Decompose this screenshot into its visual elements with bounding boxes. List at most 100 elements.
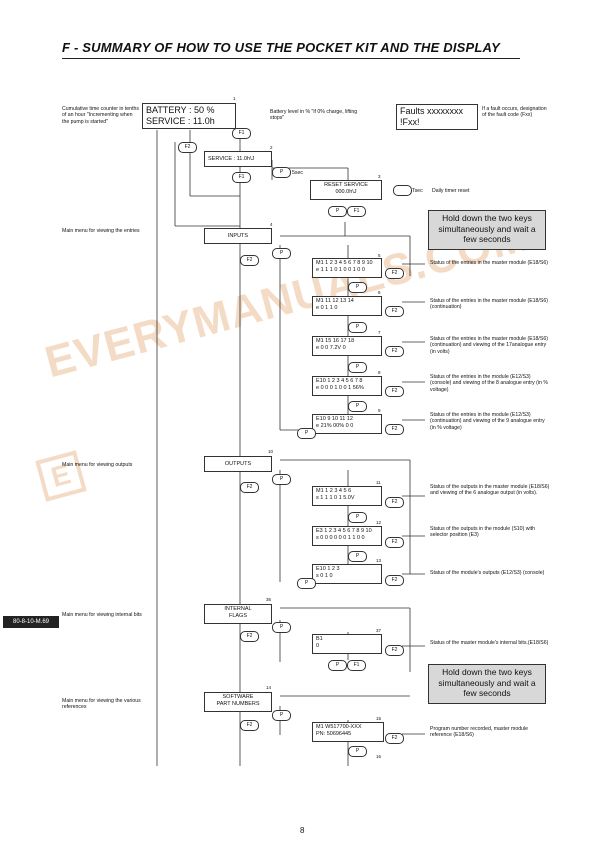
service-readout: SERVICE : 11.0h	[146, 116, 215, 126]
p-key[interactable]: P	[297, 578, 316, 589]
f1-key[interactable]: F1	[347, 206, 366, 217]
step-number: 10	[268, 449, 274, 454]
row-header: M1 1 2 3 4 5 6 7 8 9 10	[316, 260, 373, 266]
f2-key[interactable]: F2	[240, 720, 259, 731]
p-key[interactable]: P	[348, 551, 367, 562]
faults-readout: Faults xxxxxxxx	[400, 106, 464, 116]
note-s13: Status of the module's outputs (E12/S3) …	[430, 570, 545, 576]
inputs-status-7: M1 15 16 17 18 e 0 0 7.2V 0	[312, 336, 382, 356]
software-menu-box[interactable]: SOFTWARE PART NUMBERS	[204, 692, 272, 712]
p-key[interactable]: P	[272, 474, 291, 485]
hold-keys-callout: Hold down the two keys simultaneously an…	[428, 210, 546, 250]
inputs-status-8: E10 1 2 3 4 5 6 7 8 e 0 0 0 1 0 0 1 56%	[312, 376, 382, 396]
reset-title: RESET SERVICE	[324, 182, 368, 188]
inputs-status-9: E10 9 10 11 12 e 21% 00% 0 0	[312, 414, 382, 434]
row-header: E10 9 10 11 12	[316, 416, 353, 422]
p-key[interactable]: P	[328, 206, 347, 217]
c-key[interactable]	[393, 185, 412, 196]
note-s7: Status of the entries in the master modu…	[430, 336, 548, 355]
inputs-status-5: M1 1 2 3 4 5 6 7 8 9 10 e 1 1 1 0 1 0 0 …	[312, 258, 382, 278]
p-key[interactable]: P	[328, 660, 347, 671]
step-number: 1	[233, 96, 236, 101]
p-key[interactable]: P	[272, 248, 291, 259]
row-values: e 0 1 1 0	[316, 305, 338, 311]
f2-key[interactable]: F2	[240, 255, 259, 266]
service-box: SERVICE : 11.0h\J	[204, 151, 272, 167]
f2-key[interactable]: F2	[385, 575, 404, 586]
step-number: 3	[378, 174, 381, 179]
note-software-menu: Main menu for viewing the various refere…	[62, 698, 141, 711]
note-daily-reset: Daily timer reset	[432, 188, 470, 194]
row-header: M1 11 12 13 14	[316, 298, 354, 304]
f2-key[interactable]: F2	[385, 386, 404, 397]
row-header: B1	[316, 636, 323, 642]
battery-readout: BATTERY : 50 %	[146, 105, 215, 115]
software-line-1: SOFTWARE	[222, 694, 254, 700]
step-number: 5	[378, 253, 381, 258]
row-header: E10 1 2 3	[316, 566, 340, 572]
p-key[interactable]: P	[272, 167, 291, 178]
f2-key[interactable]: F2	[240, 482, 259, 493]
p-key[interactable]: P	[348, 322, 367, 333]
step-number: 12	[376, 520, 382, 525]
c-hold-label: Tsec	[412, 188, 423, 194]
row-values: s 0 1 0	[316, 573, 333, 579]
page-title: F - SUMMARY OF HOW TO USE THE POCKET KIT…	[62, 40, 501, 55]
outputs-status-12: E3 1 2 3 4 5 6 7 8 9 10 s 0 0 0 0 0 0 1 …	[312, 526, 382, 546]
step-number: 2	[270, 145, 273, 150]
step-number: 14	[266, 685, 272, 690]
note-inputs-menu: Main menu for viewing the entries	[62, 228, 140, 234]
f2-key[interactable]: F2	[240, 631, 259, 642]
internal-bits-status-37: B1 0	[312, 634, 382, 654]
p-key[interactable]: P	[348, 746, 367, 757]
f2-key[interactable]: F2	[385, 497, 404, 508]
page-number: 8	[300, 826, 305, 835]
main-display: BATTERY : 50 % SERVICE : 11.0h	[142, 103, 236, 129]
step-number: 15	[376, 716, 382, 721]
step-number: 9	[378, 408, 381, 413]
step-number: 8	[378, 370, 381, 375]
outputs-status-11: M1 1 2 3 4 5 6 s 1 1 1 0 1 5.0V	[312, 486, 382, 506]
note-s5: Status of the entries in the master modu…	[430, 260, 548, 266]
step-number: 7	[378, 330, 381, 335]
reset-value: 000.0h\J	[335, 189, 357, 195]
outputs-status-13: E10 1 2 3 s 0 1 0	[312, 564, 382, 584]
row-values: s 0 0 0 0 0 0 1 1 0 0	[316, 535, 365, 541]
f1-key[interactable]: F1	[232, 172, 251, 183]
row-values: PN: 50696445	[316, 731, 352, 737]
inputs-status-6: M1 11 12 13 14 e 0 1 1 0	[312, 296, 382, 316]
f2-key[interactable]: F2	[385, 537, 404, 548]
row-header: E3 1 2 3 4 5 6 7 8 9 10	[316, 528, 372, 534]
row-values: s 1 1 1 0 1 5.0V	[316, 495, 355, 501]
p-key[interactable]: P	[348, 362, 367, 373]
f2-key[interactable]: F2	[385, 346, 404, 357]
p-key[interactable]: P	[348, 282, 367, 293]
p-key[interactable]: P	[272, 622, 291, 633]
f2-key[interactable]: F2	[178, 142, 197, 153]
f2-key[interactable]: F2	[385, 733, 404, 744]
inputs-menu-box[interactable]: INPUTS	[204, 228, 272, 244]
f1-key[interactable]: F1	[347, 660, 366, 671]
outputs-menu-box[interactable]: OUTPUTS	[204, 456, 272, 472]
row-header: E10 1 2 3 4 5 6 7 8	[316, 378, 363, 384]
p-key[interactable]: P	[297, 428, 316, 439]
note-flags-menu: Main menu for viewing internal bits	[62, 612, 142, 618]
internal-flags-menu-box[interactable]: INTERNAL FLAGS	[204, 604, 272, 624]
note-s12: Status of the outputs in the module (S10…	[430, 526, 535, 539]
p-key[interactable]: P	[348, 401, 367, 412]
note-s8: Status of the entries in the module (E12…	[430, 374, 548, 393]
f2-key[interactable]: F2	[385, 268, 404, 279]
row-values: 0	[316, 643, 320, 649]
row-header: M1 W517700-XXX	[316, 724, 362, 730]
p-key[interactable]: P	[272, 710, 291, 721]
f2-key[interactable]: F2	[385, 306, 404, 317]
step-number: 16	[376, 754, 382, 759]
f2-key[interactable]: F2	[385, 645, 404, 656]
note-s6: Status of the entries in the master modu…	[430, 298, 548, 311]
p-key[interactable]: P	[348, 512, 367, 523]
row-values: e 0 0 0 1 0 0 1 56%	[316, 385, 364, 391]
f2-key[interactable]: F2	[385, 424, 404, 435]
note-s9: Status of the entries in the module (E12…	[430, 412, 545, 431]
fault-display: Faults xxxxxxxx !Fxx!	[396, 104, 478, 130]
f1-key[interactable]: F1	[232, 128, 251, 139]
